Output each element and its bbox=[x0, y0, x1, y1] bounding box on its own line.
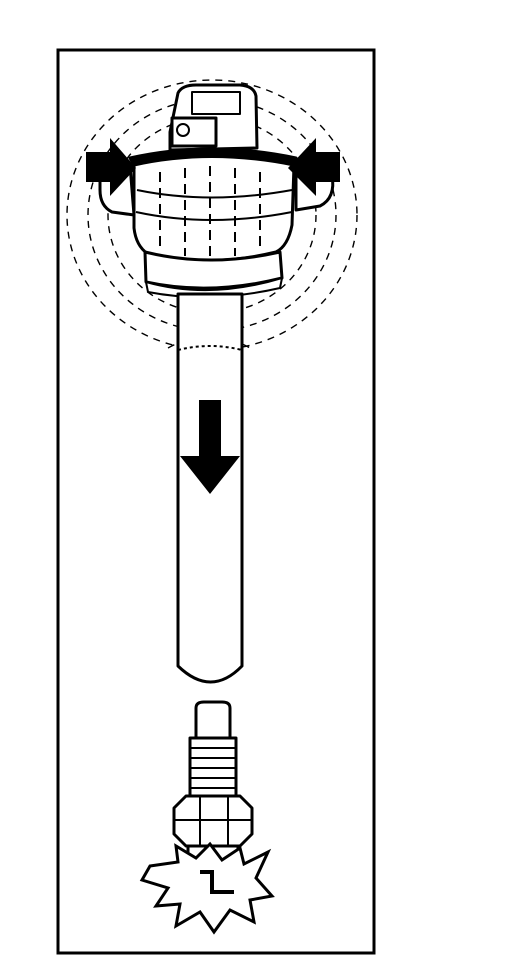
press-arrow-icon bbox=[86, 138, 340, 196]
push-down-arrow-icon bbox=[180, 400, 240, 494]
spark-burst-icon bbox=[139, 841, 275, 935]
